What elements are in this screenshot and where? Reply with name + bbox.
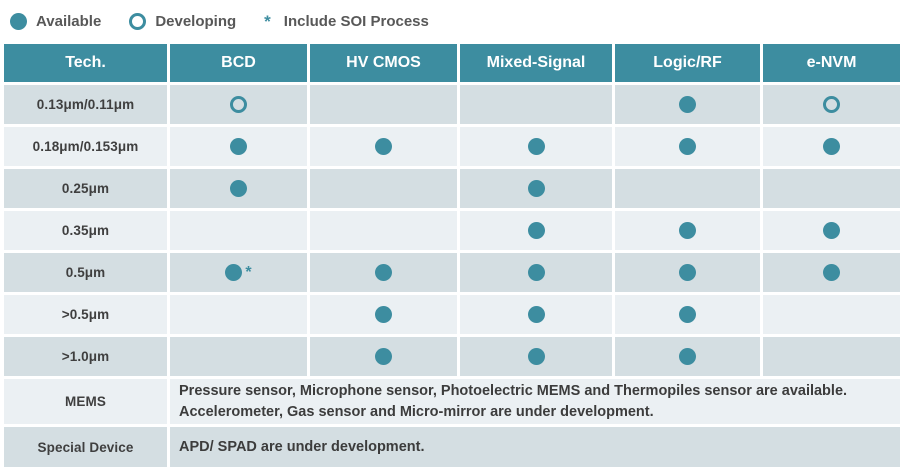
column-header-logic-rf: Logic/RF: [615, 44, 760, 82]
note-text: APD/ SPAD are under development.: [179, 438, 425, 455]
table-cell: [763, 169, 900, 208]
legend-item-available: Available: [10, 12, 102, 30]
table-cell: [460, 337, 612, 376]
available-dot-icon: [527, 306, 545, 323]
row-label: 0.35μm: [4, 211, 167, 250]
developing-circle-icon: [129, 12, 147, 30]
legend-item-soi: * Include SOI Process: [264, 13, 429, 30]
table-cell: [615, 253, 760, 292]
table-cell: [615, 169, 760, 208]
process-availability-table: Tech. BCD HV CMOS Mixed-Signal Logic/RF …: [4, 44, 900, 467]
available-dot-icon: [679, 348, 696, 365]
available-dot-icon: [823, 222, 840, 239]
table-cell: *: [170, 253, 307, 292]
row-label: MEMS: [4, 379, 167, 424]
row-label: >1.0μm: [4, 337, 167, 376]
table-cell: [170, 211, 307, 250]
table-note-cell: Pressure sensor, Microphone sensor, Phot…: [170, 379, 900, 424]
available-dot-icon: [679, 264, 696, 281]
row-label: 0.18μm/0.153μm: [4, 127, 167, 166]
table-cell: [763, 337, 900, 376]
legend-item-developing: Developing: [129, 12, 237, 30]
table-cell: [460, 211, 612, 250]
column-header-e-nvm: e-NVM: [763, 44, 900, 82]
available-dot-icon: [679, 222, 696, 239]
table-cell: [310, 253, 457, 292]
table-cell: [615, 295, 760, 334]
soi-asterisk-icon: *: [264, 11, 271, 31]
available-dot-icon: [679, 306, 696, 323]
table-cell: [615, 337, 760, 376]
table-cell: [763, 85, 900, 124]
legend-available-label: Available: [36, 12, 102, 30]
developing-circle-icon: [230, 96, 247, 113]
row-label: Special Device: [4, 427, 167, 467]
available-dot-icon: [375, 348, 392, 365]
available-dot-icon: [527, 264, 545, 281]
available-dot-icon: [375, 138, 392, 155]
table-cell: [310, 295, 457, 334]
table-cell: [615, 211, 760, 250]
table-cell: [310, 337, 457, 376]
row-label: 0.13μm/0.11μm: [4, 85, 167, 124]
row-label: >0.5μm: [4, 295, 167, 334]
available-dot-icon: [527, 348, 545, 365]
table-cell: [615, 127, 760, 166]
available-dot-icon: [527, 138, 545, 155]
table-cell: [310, 211, 457, 250]
available-dot-icon: [679, 138, 696, 155]
legend-soi-label: Include SOI Process: [283, 12, 429, 30]
column-header-mixed-signal: Mixed-Signal: [460, 44, 612, 82]
legend-developing-label: Developing: [155, 12, 237, 30]
row-label: 0.25μm: [4, 169, 167, 208]
table-cell: [460, 295, 612, 334]
available-dot-icon: [527, 222, 545, 239]
table-cell: [170, 295, 307, 334]
table-cell: [170, 337, 307, 376]
available-dot-icon: [230, 138, 247, 155]
table-note-cell: APD/ SPAD are under development.: [170, 427, 900, 467]
table-cell: [460, 85, 612, 124]
column-header-bcd: BCD: [170, 44, 307, 82]
table-cell: [615, 85, 760, 124]
available-dot-icon: [823, 264, 840, 281]
table-cell: [460, 253, 612, 292]
table-cell: [310, 127, 457, 166]
table-cell: [170, 169, 307, 208]
column-header-tech: Tech.: [4, 44, 167, 82]
table-cell: [460, 127, 612, 166]
available-dot-icon: [225, 264, 243, 281]
available-dot-icon: [10, 12, 27, 30]
table-cell: [170, 127, 307, 166]
available-dot-icon: [375, 306, 392, 323]
table-cell: [310, 169, 457, 208]
available-dot-icon: [230, 180, 247, 197]
row-label: 0.5μm: [4, 253, 167, 292]
table-cell: [763, 253, 900, 292]
table-cell: [763, 127, 900, 166]
table-cell: [310, 85, 457, 124]
table-cell: [170, 85, 307, 124]
available-dot-icon: [679, 96, 696, 113]
soi-asterisk-icon: *: [245, 263, 252, 281]
available-dot-icon: [527, 180, 545, 197]
table-cell: [460, 169, 612, 208]
note-text: Pressure sensor, Microphone sensor, Phot…: [179, 383, 848, 420]
developing-circle-icon: [823, 96, 840, 113]
table-cell: [763, 295, 900, 334]
available-dot-icon: [823, 138, 840, 155]
column-header-hv-cmos: HV CMOS: [310, 44, 457, 82]
table-cell: [763, 211, 900, 250]
available-dot-icon: [375, 264, 392, 281]
legend: Available Developing * Include SOI Proce…: [0, 0, 900, 41]
